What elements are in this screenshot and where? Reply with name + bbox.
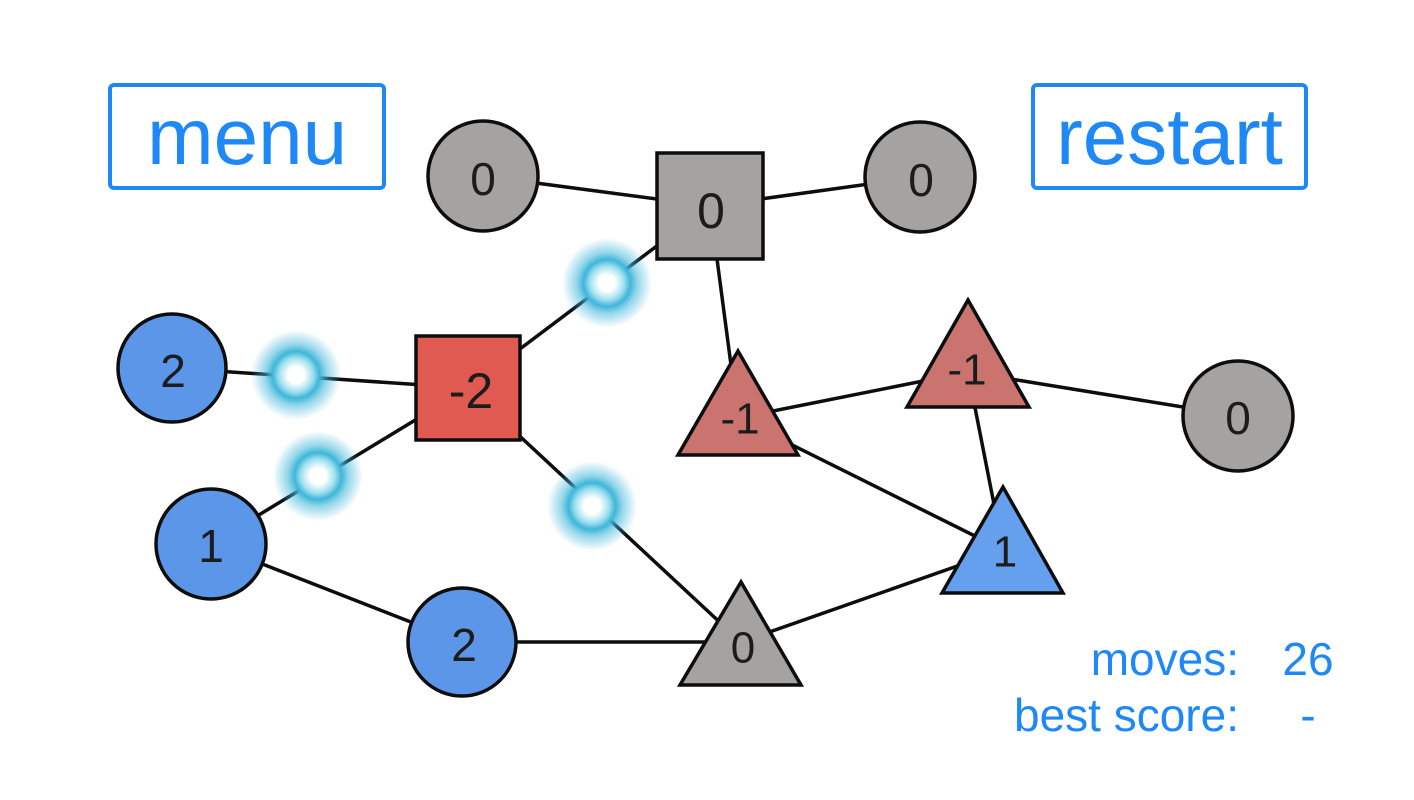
glow-markers-layer xyxy=(251,238,652,551)
best-score-value: - xyxy=(1300,688,1316,741)
node-value-label: -1 xyxy=(720,395,759,444)
node-value-label: -2 xyxy=(449,363,493,419)
circle-shape[interactable] xyxy=(116,312,228,424)
edge-glow-marker[interactable] xyxy=(547,461,637,551)
edge-glow-marker[interactable] xyxy=(562,238,652,328)
node-circle-c2a[interactable]: 2 xyxy=(116,312,228,424)
menu-button[interactable]: menu xyxy=(108,83,386,190)
node-value-label: 0 xyxy=(731,624,755,673)
node-value-label: 2 xyxy=(160,345,186,397)
node-triangle-tm1a[interactable]: -1 xyxy=(674,347,802,457)
triangle-shape[interactable] xyxy=(903,296,1033,409)
triangle-shape[interactable] xyxy=(674,347,802,457)
circle-shape[interactable] xyxy=(426,119,540,233)
circle-shape[interactable] xyxy=(406,586,518,698)
circle-shape[interactable] xyxy=(863,120,977,234)
moves-label: moves: xyxy=(1090,633,1239,685)
node-square-sm2[interactable]: -2 xyxy=(414,334,522,442)
node-circle-c1a[interactable]: 1 xyxy=(154,487,268,601)
circle-shape[interactable] xyxy=(154,487,268,601)
square-shape[interactable] xyxy=(414,334,522,442)
restart-button[interactable]: restart xyxy=(1031,83,1308,190)
edge-glow-marker[interactable] xyxy=(251,330,341,420)
node-value-label: -1 xyxy=(947,346,986,395)
node-circle-c0c[interactable]: 0 xyxy=(1181,359,1295,473)
best-score-label: best score: xyxy=(1014,688,1239,741)
node-value-label: 1 xyxy=(993,528,1017,577)
node-value-label: 0 xyxy=(470,153,496,205)
node-triangle-t0[interactable]: 0 xyxy=(676,578,805,687)
nodes-layer: 0 0 0 2 -2 -1 -1 0 1 1 2 0 xyxy=(116,119,1295,698)
node-square-s0[interactable]: 0 xyxy=(655,151,765,261)
circle-shape[interactable] xyxy=(1181,359,1295,473)
triangle-shape[interactable] xyxy=(676,578,805,687)
node-circle-c0b[interactable]: 0 xyxy=(863,120,977,234)
node-value-label: 0 xyxy=(908,154,934,206)
node-circle-c2b[interactable]: 2 xyxy=(406,586,518,698)
node-value-label: 1 xyxy=(198,520,224,572)
node-value-label: 2 xyxy=(451,619,477,671)
node-triangle-tm1b[interactable]: -1 xyxy=(903,296,1033,409)
node-triangle-t1[interactable]: 1 xyxy=(938,483,1067,595)
node-value-label: 0 xyxy=(1225,392,1251,444)
edge-glow-marker[interactable] xyxy=(273,431,363,521)
triangle-shape[interactable] xyxy=(938,483,1067,595)
square-shape[interactable] xyxy=(655,151,765,261)
node-circle-c0a[interactable]: 0 xyxy=(426,119,540,233)
node-value-label: 0 xyxy=(697,183,725,239)
moves-value: 26 xyxy=(1282,633,1334,685)
score-panel: moves: 26 best score: - xyxy=(1014,636,1337,739)
